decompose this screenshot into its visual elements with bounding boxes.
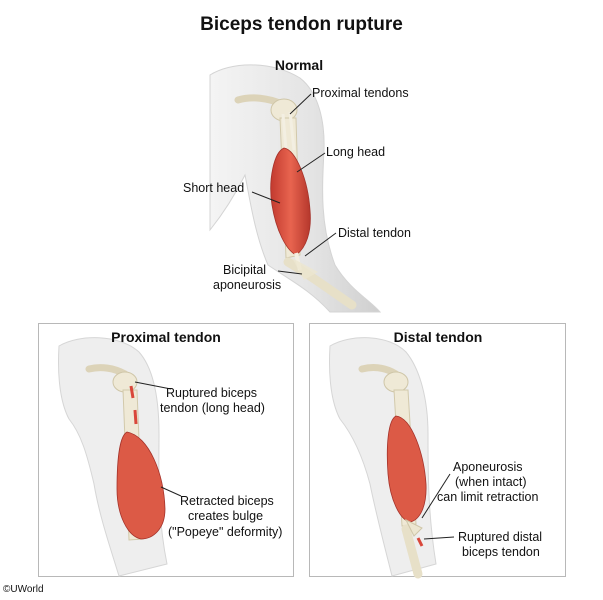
leader-proximal-tendons bbox=[289, 93, 312, 115]
proximal-tendon-panel bbox=[38, 323, 294, 577]
label-bicipital: Bicipital bbox=[223, 263, 267, 277]
label-retracted-2: creates bulge bbox=[188, 509, 264, 523]
distal-ruptured-tendon bbox=[416, 537, 424, 547]
label-retracted-1: Retracted biceps bbox=[180, 494, 274, 508]
normal-heading: Normal bbox=[274, 57, 324, 73]
label-ruptured-biceps-2: tendon (long head) bbox=[160, 401, 265, 415]
label-aponeurosis: aponeurosis bbox=[213, 278, 282, 292]
copyright-notice: ©UWorld bbox=[3, 584, 44, 595]
label-distal-tendon: Distal tendon bbox=[338, 226, 411, 240]
label-ruptured-distal-2: biceps tendon bbox=[462, 545, 540, 559]
leader-short-head bbox=[251, 191, 281, 204]
distal-aponeurosis bbox=[404, 518, 423, 537]
leader-ruptured-distal bbox=[423, 536, 455, 540]
label-proximal-tendons: Proximal tendons bbox=[312, 86, 409, 100]
label-apon-1: Aponeurosis bbox=[453, 460, 523, 474]
label-apon-3: can limit retraction bbox=[437, 490, 539, 504]
label-ruptured-distal-1: Ruptured distal bbox=[458, 530, 543, 544]
normal-aponeurosis bbox=[292, 258, 318, 280]
label-ruptured-biceps-1: Ruptured biceps bbox=[166, 386, 258, 400]
proximal-ruptured-tendon-end bbox=[133, 409, 138, 425]
normal-arm-illustration bbox=[209, 64, 382, 313]
distal-panel-heading: Distal tendon bbox=[393, 329, 483, 345]
distal-arm-illustration bbox=[329, 337, 455, 579]
proximal-panel-heading: Proximal tendon bbox=[111, 329, 221, 345]
leader-retracted-biceps bbox=[160, 486, 182, 497]
label-long-head: Long head bbox=[326, 145, 386, 159]
normal-forearm-bones bbox=[283, 257, 357, 310]
leader-ruptured-biceps bbox=[134, 381, 172, 390]
normal-proximal-tendons bbox=[281, 111, 296, 151]
label-apon-2: (when intact) bbox=[455, 475, 527, 489]
label-retracted-3: ("Popeye" deformity) bbox=[168, 525, 283, 539]
proximal-humeral-head bbox=[112, 371, 138, 393]
proximal-ruptured-stump bbox=[129, 385, 135, 399]
label-short-head: Short head bbox=[183, 181, 245, 195]
proximal-arm-illustration bbox=[58, 337, 182, 577]
distal-forearm-bones bbox=[401, 524, 423, 579]
leader-aponeurosis bbox=[421, 473, 451, 519]
leader-distal-tendon bbox=[304, 232, 337, 257]
distal-tendon-panel bbox=[309, 323, 566, 579]
leader-long-head bbox=[296, 152, 326, 173]
distal-humeral-head bbox=[383, 371, 409, 393]
proximal-retracted-biceps bbox=[116, 431, 166, 540]
diagram-title: Biceps tendon rupture bbox=[200, 14, 403, 35]
leader-bicipital-aponeurosis bbox=[277, 270, 303, 275]
